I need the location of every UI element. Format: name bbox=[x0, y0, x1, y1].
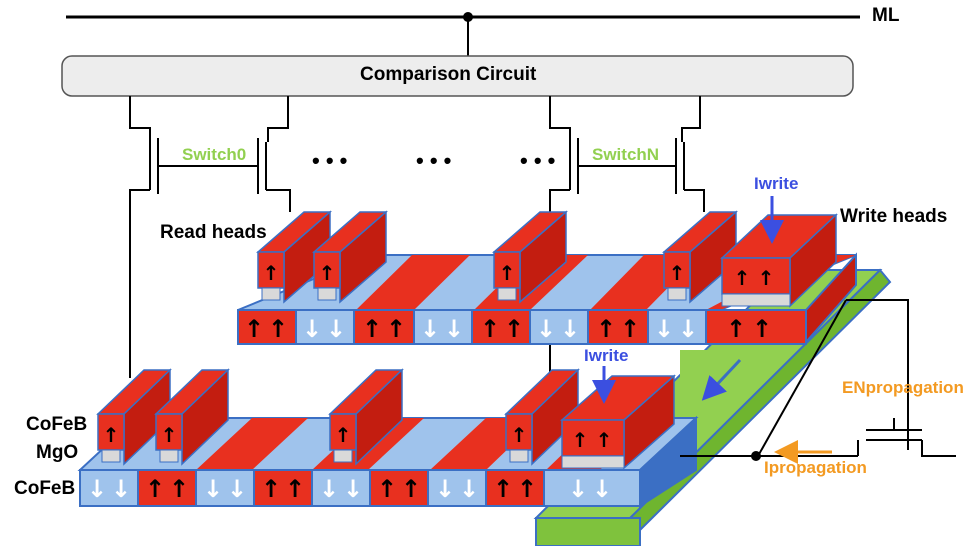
svg-text:↑: ↑ bbox=[726, 315, 746, 343]
svg-text:↑: ↑ bbox=[480, 315, 500, 343]
svg-text:↑: ↑ bbox=[261, 475, 281, 503]
switch0-label: Switch0 bbox=[182, 145, 247, 164]
svg-text:↑: ↑ bbox=[161, 423, 178, 447]
svg-text:↓: ↓ bbox=[203, 475, 223, 503]
svg-text:↑: ↑ bbox=[511, 423, 528, 447]
svg-text:↓: ↓ bbox=[654, 315, 674, 343]
ml-label: ML bbox=[872, 5, 900, 26]
top-read-heads: ↑ ↑ ↑ ↑ bbox=[255, 210, 739, 304]
svg-text:↑: ↑ bbox=[335, 423, 352, 447]
mgo-label: MgO bbox=[36, 442, 79, 463]
svg-text:↓: ↓ bbox=[560, 315, 580, 343]
iwrite-bottom-label: Iwrite bbox=[584, 346, 629, 365]
svg-text:↑: ↑ bbox=[377, 475, 397, 503]
switchN-label: SwitchN bbox=[592, 145, 660, 164]
svg-text:↑: ↑ bbox=[319, 261, 336, 285]
svg-text:↑: ↑ bbox=[758, 266, 775, 290]
ellipsis-2: • • • bbox=[416, 148, 452, 173]
svg-text:↑: ↑ bbox=[169, 475, 189, 503]
write-heads-label: Write heads bbox=[840, 206, 948, 227]
svg-text:↑: ↑ bbox=[145, 475, 165, 503]
bottom-track bbox=[77, 415, 699, 508]
svg-text:↑: ↑ bbox=[268, 315, 288, 343]
switch-wires bbox=[129, 96, 701, 142]
svg-text:↓: ↓ bbox=[326, 315, 346, 343]
svg-text:↑: ↑ bbox=[734, 266, 751, 290]
top-write-head: ↑ ↑ bbox=[720, 213, 838, 308]
svg-text:↑: ↑ bbox=[362, 315, 382, 343]
iwrite-top-label: Iwrite bbox=[754, 174, 799, 193]
svg-text:↑: ↑ bbox=[401, 475, 421, 503]
propagation-circuit bbox=[680, 299, 956, 457]
svg-text:↑: ↑ bbox=[499, 261, 516, 285]
svg-text:↑: ↑ bbox=[263, 261, 280, 285]
propagation-junction-dot bbox=[751, 451, 761, 461]
switch0-transistors bbox=[129, 138, 291, 378]
svg-text:↓: ↓ bbox=[302, 315, 322, 343]
svg-text:↑: ↑ bbox=[596, 428, 613, 452]
bottom-read-heads: ↑ ↑ ↑ ↑ bbox=[96, 368, 580, 466]
svg-text:↑: ↑ bbox=[572, 428, 589, 452]
svg-text:↓: ↓ bbox=[319, 475, 339, 503]
svg-text:↓: ↓ bbox=[444, 315, 464, 343]
svg-text:↓: ↓ bbox=[568, 475, 588, 503]
top-track-arrows: ↑↑ ↓↓ ↑↑ ↓↓ ↑↑ ↓↓ ↑↑ ↓↓ ↑↑ bbox=[244, 315, 772, 343]
svg-text:↓: ↓ bbox=[678, 315, 698, 343]
svg-text:↑: ↑ bbox=[517, 475, 537, 503]
svg-text:↓: ↓ bbox=[435, 475, 455, 503]
svg-text:↑: ↑ bbox=[620, 315, 640, 343]
enpropagation-label: ENpropagation bbox=[842, 378, 964, 397]
bottom-track-arrows: ↓↓ ↑↑ ↓↓ ↑↑ ↓↓ ↑↑ ↓↓ ↑↑ ↓↓ bbox=[87, 475, 612, 503]
svg-text:↑: ↑ bbox=[103, 423, 120, 447]
read-heads-label: Read heads bbox=[160, 222, 267, 243]
svg-text:↓: ↓ bbox=[111, 475, 131, 503]
comparison-circuit-label: Comparison Circuit bbox=[360, 64, 537, 85]
ellipsis-1: • • • bbox=[312, 148, 348, 173]
propagation-arrow-on-strip bbox=[701, 358, 742, 401]
cofeb-bottom-label: CoFeB bbox=[14, 478, 76, 499]
svg-text:↓: ↓ bbox=[227, 475, 247, 503]
svg-text:↓: ↓ bbox=[459, 475, 479, 503]
ipropagation-label: Ipropagation bbox=[764, 458, 867, 477]
comparison-circuit-box bbox=[61, 55, 854, 97]
svg-text:↑: ↑ bbox=[244, 315, 264, 343]
svg-text:↑: ↑ bbox=[386, 315, 406, 343]
svg-text:↓: ↓ bbox=[592, 475, 612, 503]
ellipsis-3: • • • bbox=[520, 148, 556, 173]
svg-text:↑: ↑ bbox=[493, 475, 513, 503]
svg-text:↓: ↓ bbox=[536, 315, 556, 343]
svg-text:↑: ↑ bbox=[752, 315, 772, 343]
svg-text:↓: ↓ bbox=[87, 475, 107, 503]
svg-text:↑: ↑ bbox=[596, 315, 616, 343]
svg-text:↑: ↑ bbox=[285, 475, 305, 503]
cofeb-top-label: CoFeB bbox=[26, 414, 88, 435]
bottom-write-head: ↑ ↑ bbox=[560, 374, 676, 470]
svg-text:↓: ↓ bbox=[420, 315, 440, 343]
svg-text:↑: ↑ bbox=[504, 315, 524, 343]
svg-text:↓: ↓ bbox=[343, 475, 363, 503]
svg-text:↑: ↑ bbox=[669, 261, 686, 285]
